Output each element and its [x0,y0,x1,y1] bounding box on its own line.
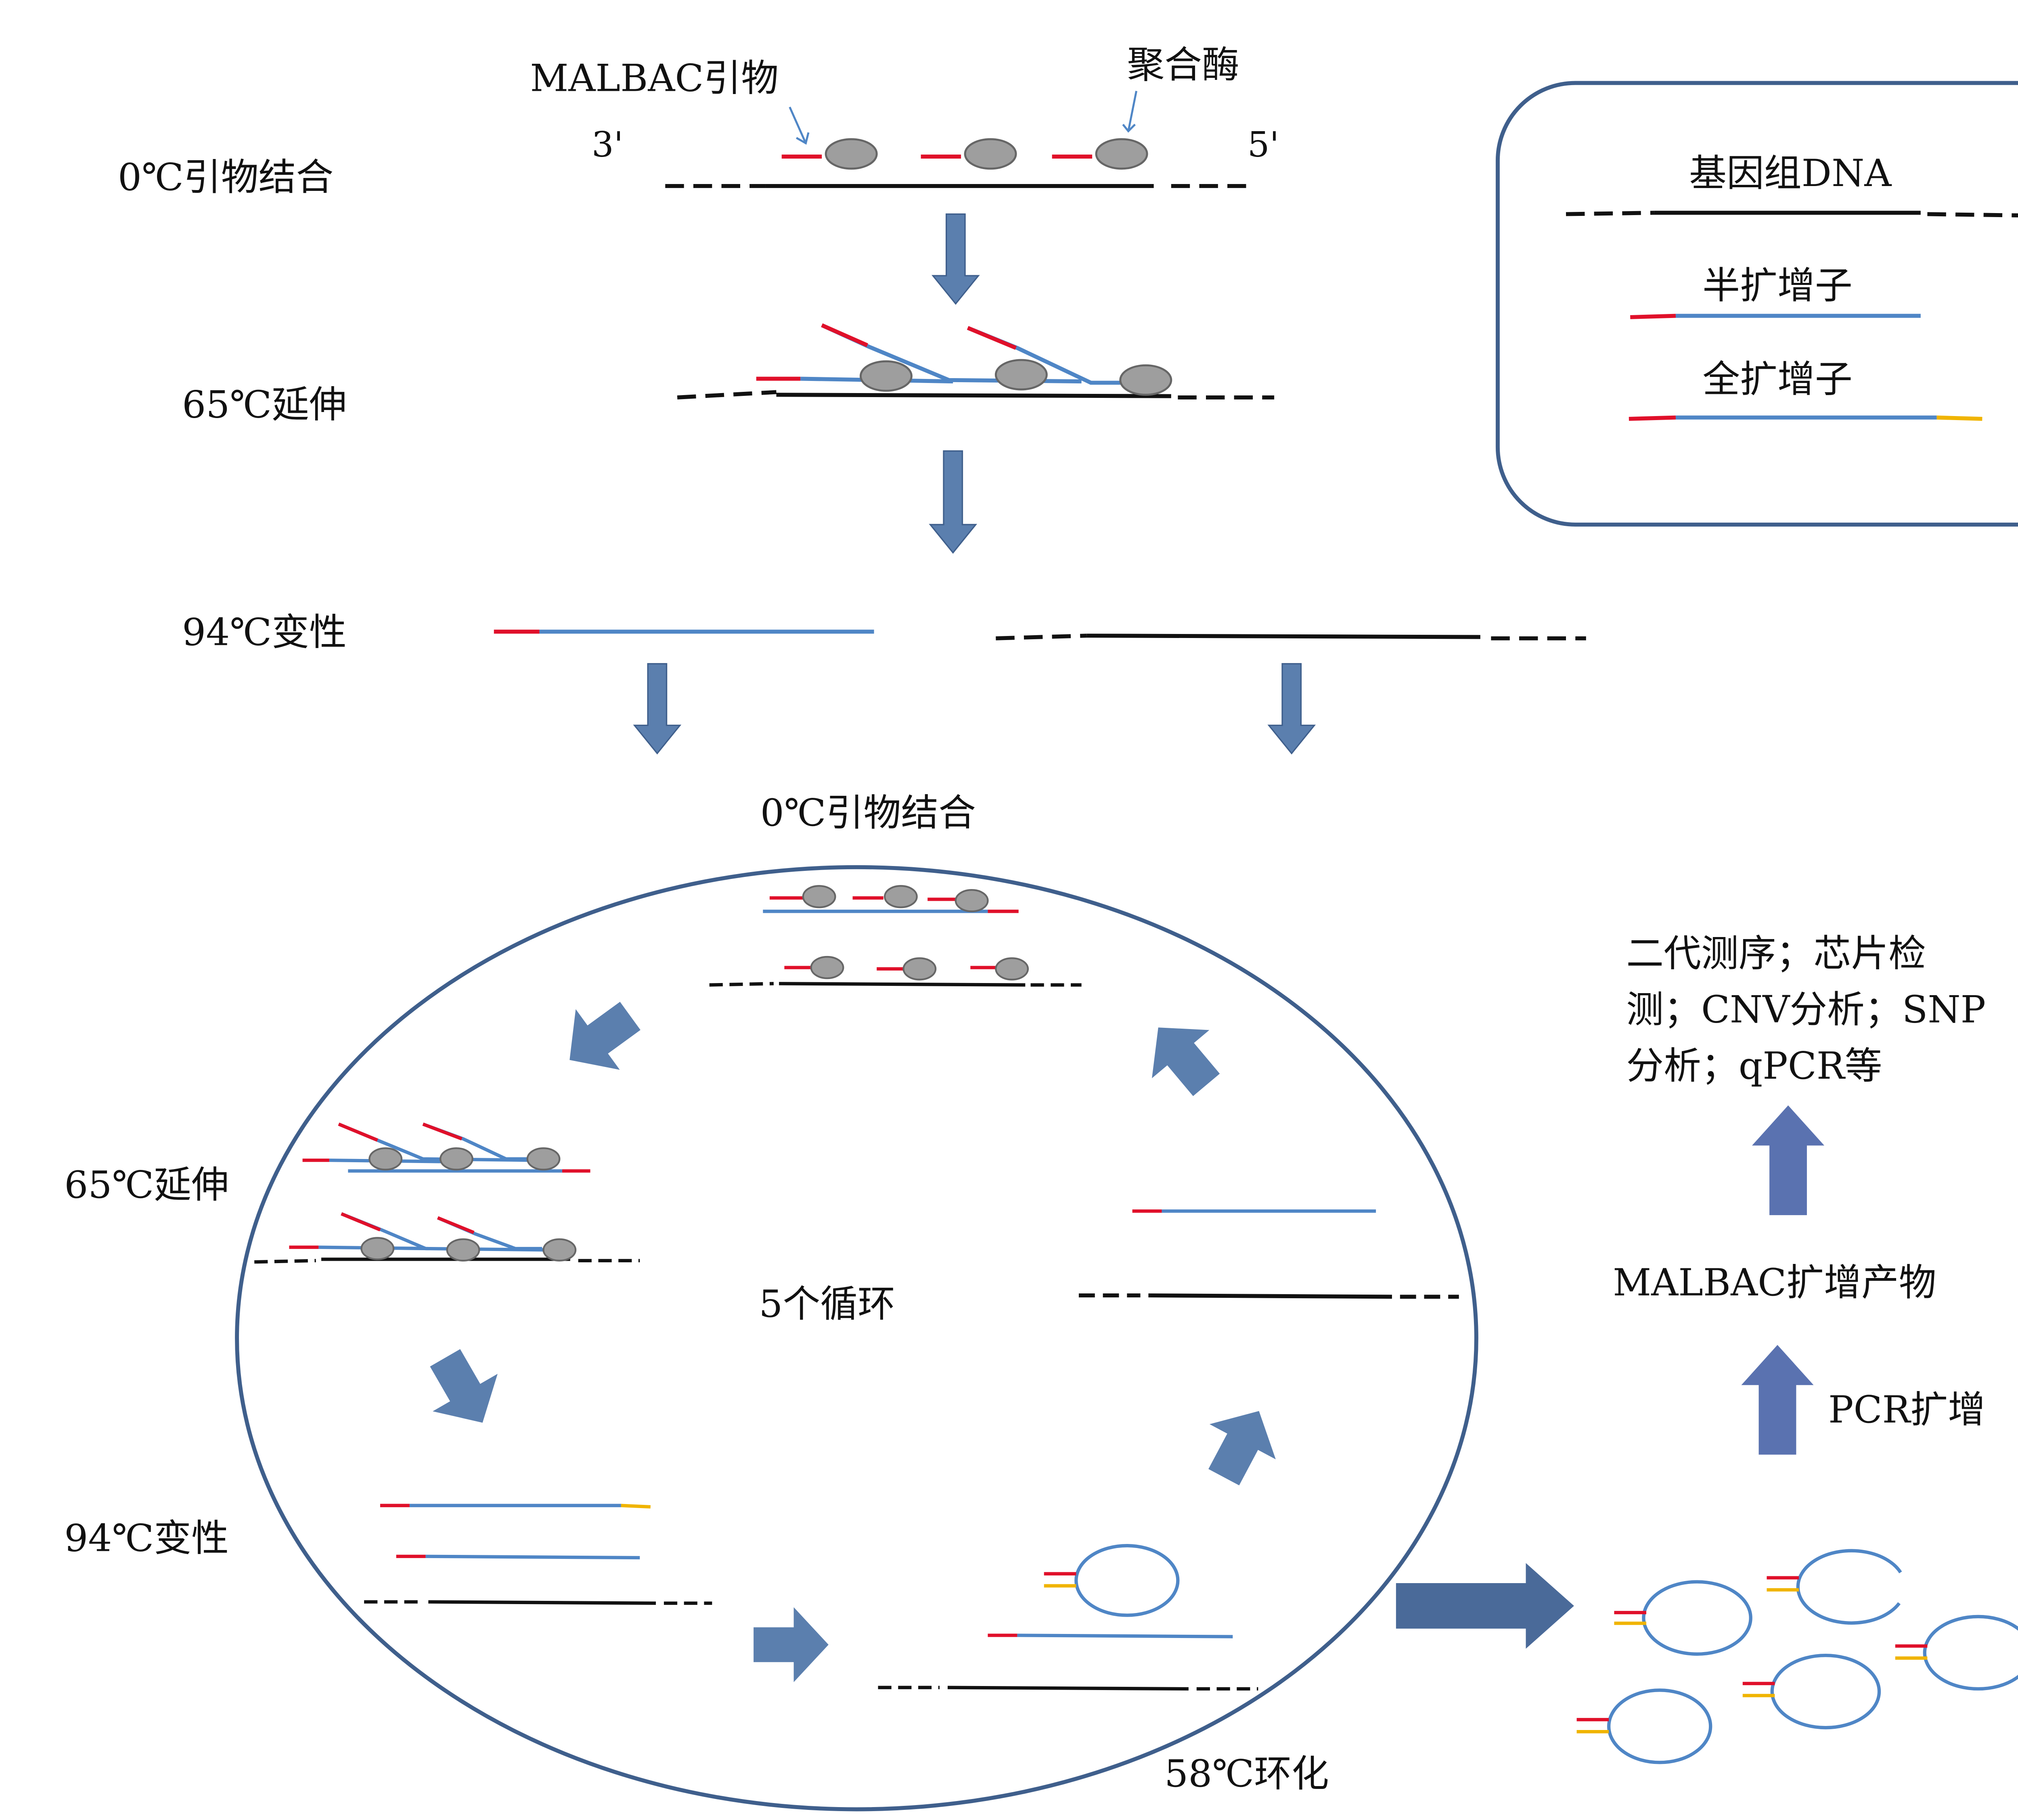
genomic-dna-strand [996,634,1586,640]
legend-full-label: 全扩增子 [1702,358,1852,401]
circular-amplicon-icon [1044,1544,1180,1617]
cycle-section: 0℃引物结合 65℃延伸 94℃变性 58℃环化 5个循环 [64,791,1478,1812]
pcr-label: PCR扩增 [1828,1388,1985,1431]
legend-semi-line [1630,314,1921,319]
extension-products [756,323,1135,385]
block-arrow-icon [1396,1563,1574,1649]
cycle-count-label: 5个循环 [759,1282,895,1326]
top-section: MALBAC引物 聚合酶 3' 5' 0℃引物结合 65℃延伸 94℃变性 [118,43,1586,755]
genomic-dna-strand [677,390,1275,400]
polymerase-icon [860,360,1171,395]
anneal-on-semi-amplicon [763,886,1019,913]
cycle-ellipse [235,865,1478,1812]
legend-semi-label: 半扩增子 [1702,264,1852,308]
polymerase-icon [826,139,1147,169]
applications-line-3: 分析；qPCR等 [1626,1044,1882,1088]
polymerase-label: 聚合酶 [1127,43,1239,86]
cycle-loop-label: 58℃环化 [1164,1752,1329,1795]
genomic-dna-strand [1078,1293,1459,1299]
applications-line-2: 测；CNV分析；SNP [1626,988,1986,1031]
anneal-on-genomic [709,957,1082,987]
cycle-denature-label: 94℃变性 [64,1516,229,1560]
primer-label: MALBAC引物 [530,56,779,100]
legend-box: 基因组DNA 半扩增子 全扩增子 [1496,81,2018,527]
full-amplicon [380,1504,651,1509]
applications-line-1: 二代测序；芯片检 [1626,931,1926,975]
extend-on-genomic [254,1212,640,1264]
legend-full-line [1629,415,1982,421]
legend-genomic-line [1566,211,2018,218]
block-arrow-icon [430,1002,1276,1682]
end-5-label: 5' [1248,125,1279,165]
semi-amplicon [396,1554,640,1560]
product-label: MALBAC扩增产物 [1613,1261,1936,1304]
cycle-extend-label: 65℃延伸 [64,1163,229,1207]
up-arrow-icon [1741,1105,1825,1455]
end-3-label: 3' [592,125,624,165]
step-extend-label: 65℃延伸 [182,383,347,427]
genomic-dna-strand [364,1600,712,1605]
down-arrow-icon [929,450,978,554]
extend-on-semi-amplicon [302,1122,590,1173]
down-arrow-icon [633,663,682,755]
down-arrow-icon [1267,663,1316,755]
step-denature-label: 94℃变性 [182,610,347,654]
pointer-icon [789,91,1137,145]
circular-amplicon-icon [1576,1549,2018,1764]
down-arrow-icon [932,213,980,305]
semi-amplicon [988,1634,1233,1638]
step-anneal-label: 0℃引物结合 [118,155,333,199]
genomic-dna-strand [878,1686,1258,1691]
cycle-anneal-label: 0℃引物结合 [760,791,976,835]
legend-genomic-label: 基因组DNA [1689,151,1892,195]
